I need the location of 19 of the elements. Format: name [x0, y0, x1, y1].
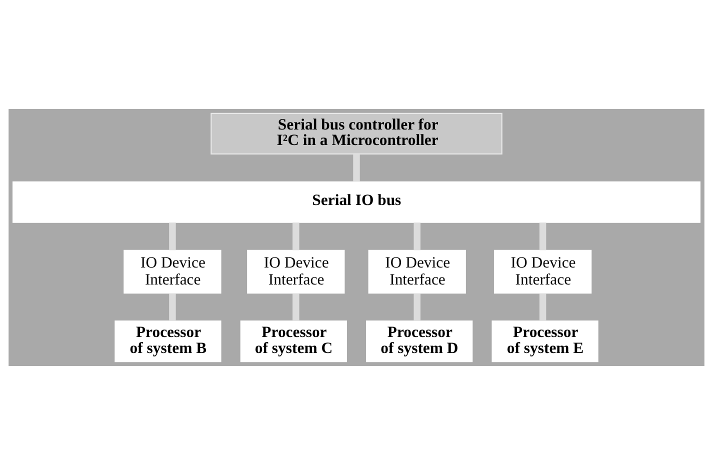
node-box: Serial bus controller for I²C in a Microcontroller	[210, 112, 502, 154]
node-box: Processor of system D	[366, 320, 473, 362]
node-box: IO Device Interface	[247, 249, 345, 294]
connector	[414, 292, 420, 320]
connector	[169, 222, 176, 250]
connector	[414, 222, 420, 250]
node-box: IO Device Interface	[368, 249, 466, 294]
connector	[353, 154, 360, 182]
node-box: Processor of system E	[492, 320, 598, 362]
node-box: Processor of system C	[240, 320, 347, 362]
connector	[292, 222, 300, 250]
connector	[539, 222, 546, 250]
node-box: IO Device Interface	[494, 249, 592, 294]
connector	[292, 292, 300, 320]
connector	[539, 292, 546, 320]
node-box: Processor of system B	[114, 320, 222, 362]
connector	[169, 292, 176, 320]
node-box: Serial IO bus	[12, 180, 700, 222]
node-box: IO Device Interface	[124, 249, 222, 294]
